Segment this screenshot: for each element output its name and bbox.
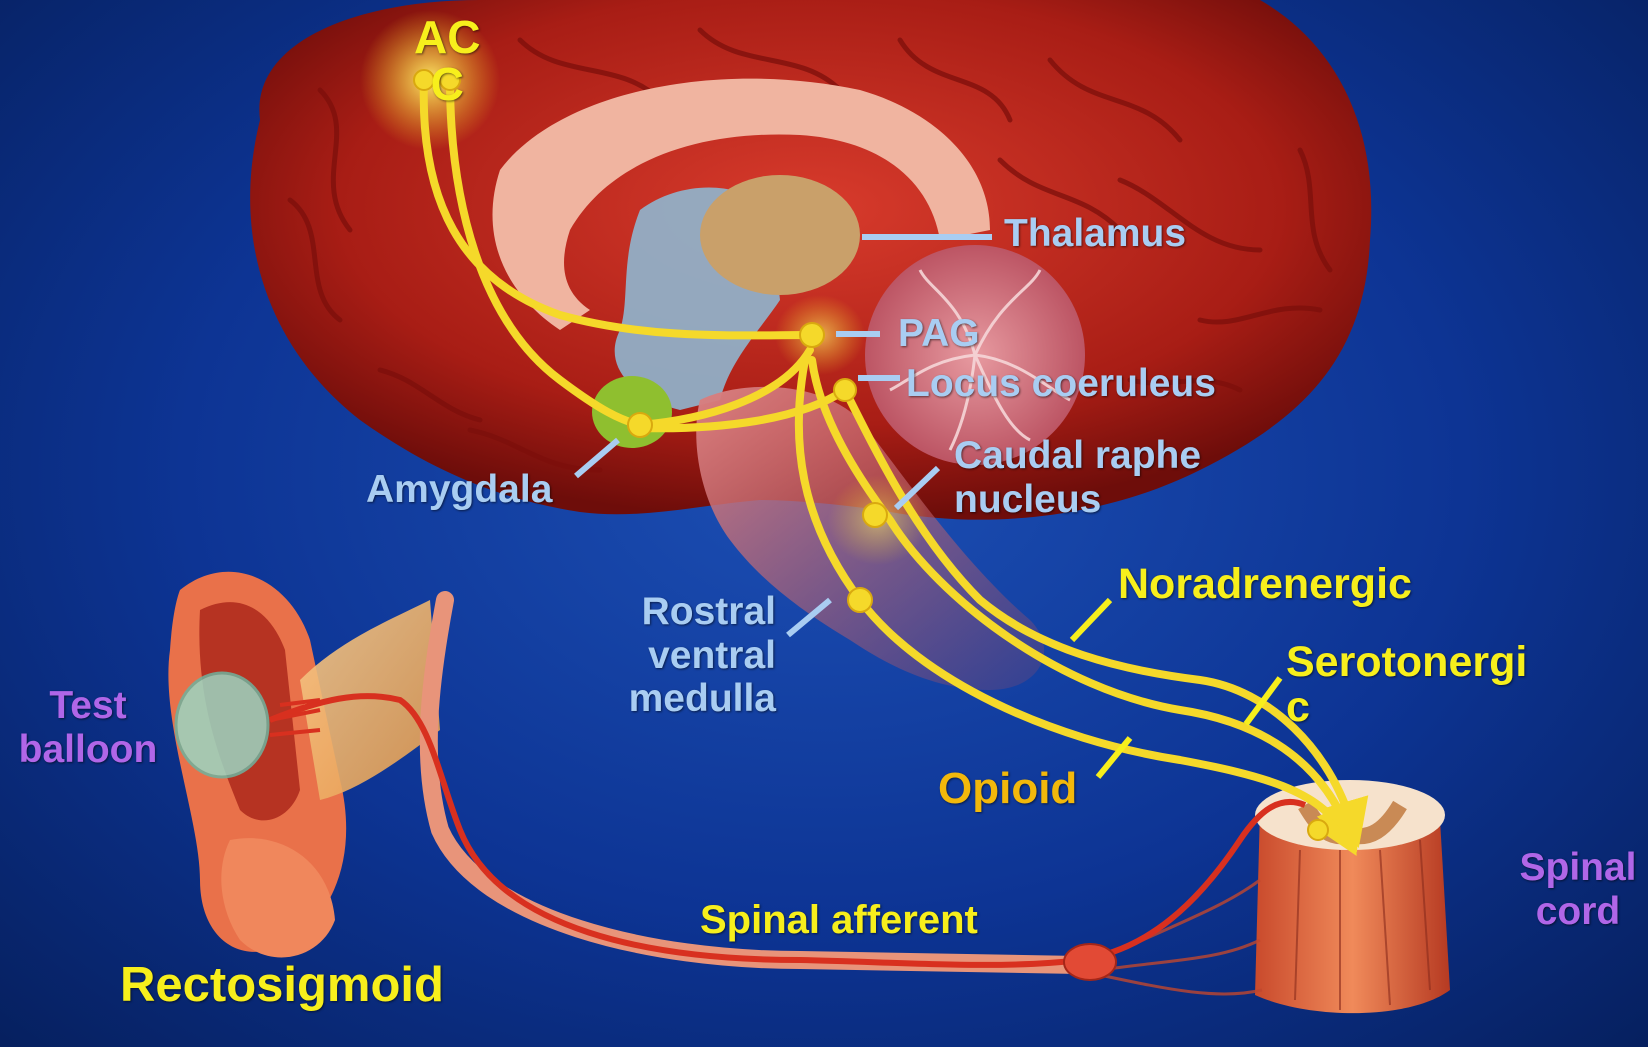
test-balloon-label: Test balloon: [8, 684, 168, 771]
test-balloon-shape: [176, 673, 268, 777]
caudal-raphe-label: Caudal raphe nucleus: [954, 434, 1201, 521]
pag-label: PAG: [898, 312, 980, 356]
noradrenergic-label: Noradrenergic: [1118, 560, 1412, 608]
dorsal-root-ganglion: [1064, 944, 1116, 980]
spinal-cord-label: Spinal cord: [1508, 846, 1648, 933]
locus-coeruleus-label: Locus coeruleus: [906, 362, 1216, 406]
opioid-label: Opioid: [938, 764, 1077, 813]
dorsal-root-fibers: [1100, 880, 1262, 994]
thalamus-label: Thalamus: [1004, 212, 1186, 256]
acc-label: AC C: [414, 14, 480, 108]
spinal-afferent-label: Spinal afferent: [700, 898, 978, 943]
rectosigmoid-label: Rectosigmoid: [120, 958, 444, 1013]
serotonergic-label: Serotonergi c: [1286, 640, 1527, 730]
rostral-ventral-medulla-label: Rostral ventral medulla: [606, 590, 776, 721]
thalamus-structure: [700, 175, 860, 295]
amygdala-label: Amygdala: [366, 468, 552, 512]
